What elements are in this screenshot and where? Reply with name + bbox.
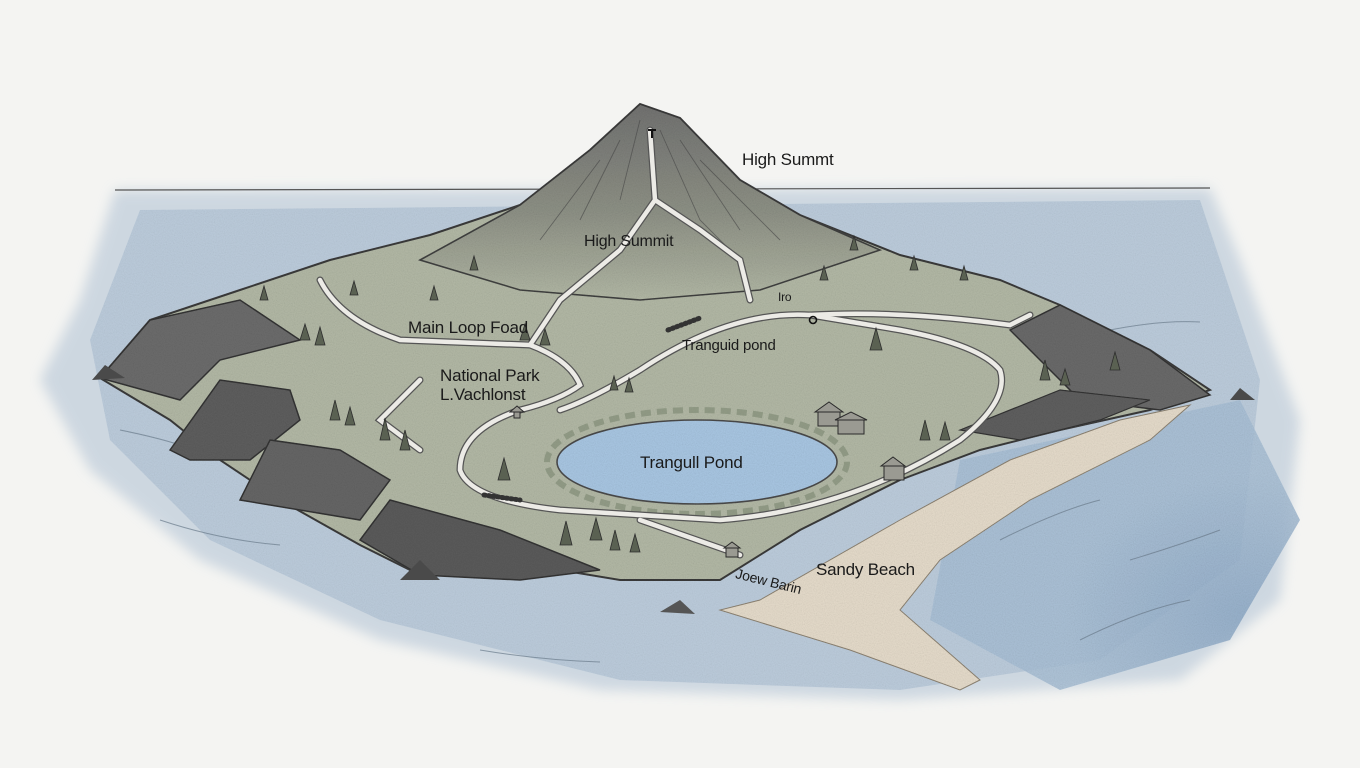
label-national-park: National Park	[440, 366, 540, 385]
summit-marker-icon	[648, 129, 656, 138]
tranquil-pond	[556, 419, 838, 505]
lodge-icon	[813, 401, 868, 435]
waypoint-icon	[808, 315, 818, 325]
label-iro-marker: Iro	[778, 290, 792, 304]
label-high-summit-trail: High Summit	[584, 233, 674, 250]
visitor-center-icon	[508, 405, 526, 419]
roads	[316, 126, 1034, 559]
island	[92, 102, 1255, 614]
cabin-icon	[879, 456, 907, 481]
label-visitor-center: L.Vachlonst	[440, 385, 526, 404]
buildings	[508, 129, 907, 558]
boathouse-icon	[722, 541, 742, 558]
label-tranquil-pond: Trangull Pond	[640, 453, 743, 472]
label-sandy-beach: Sandy Beach	[816, 560, 915, 579]
trees	[259, 234, 1121, 553]
label-high-summit-top: High Summt	[742, 150, 834, 169]
label-tranquil-pond-upper: Tranguid pond	[682, 337, 776, 354]
sandy-beach-area	[718, 404, 1192, 691]
label-main-loop-road: Main Loop Foad	[408, 318, 529, 337]
